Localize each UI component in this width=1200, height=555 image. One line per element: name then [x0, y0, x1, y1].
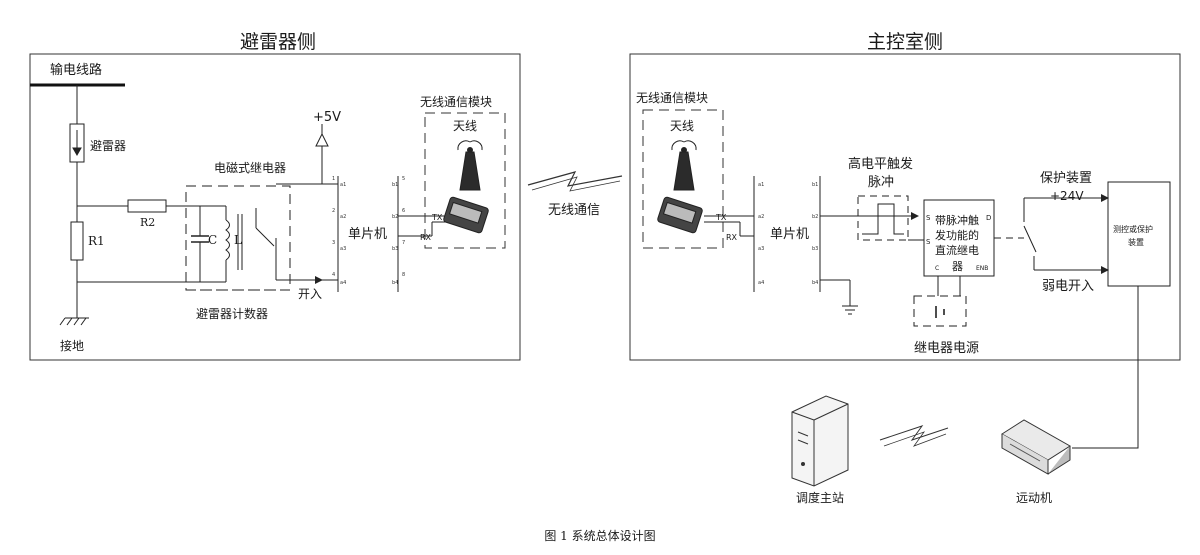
c1-label: C	[935, 265, 939, 272]
monitor-text-1: 测控或保护	[1113, 224, 1153, 234]
d-label: D	[986, 214, 991, 222]
svg-text:b2: b2	[392, 214, 398, 220]
right-heading: 主控室侧	[867, 31, 943, 53]
s2-label: S	[926, 238, 931, 246]
antenna-left-icon	[443, 140, 489, 234]
l-label: L	[234, 233, 242, 247]
svg-text:b4: b4	[392, 280, 398, 286]
mcu-left	[322, 176, 446, 292]
protection-switch	[994, 194, 1109, 274]
svg-text:b4: b4	[812, 280, 818, 286]
svg-text:1: 1	[332, 176, 335, 182]
svg-text:b1: b1	[392, 182, 398, 188]
svg-text:6: 6	[402, 208, 405, 214]
r2-label: R2	[140, 216, 155, 229]
svg-text:a1: a1	[340, 182, 346, 188]
r2-resistor	[127, 199, 167, 213]
c-label: C	[208, 233, 217, 247]
svg-text:a3: a3	[758, 246, 764, 252]
counter-label: 避雷器计数器	[196, 306, 268, 321]
rx-left-label: RX	[420, 233, 432, 242]
dispatch-link-symbol-shadow	[883, 431, 947, 447]
monitor-device-box	[1107, 181, 1171, 287]
dispatch-server-icon	[791, 395, 849, 487]
monitor-text-2: 装置	[1128, 237, 1144, 247]
antenna-right-icon	[657, 140, 703, 234]
svg-text:3: 3	[332, 240, 335, 246]
wifi-module-right-label: 无线通信模块	[636, 91, 708, 105]
wifi-module-right-box	[642, 109, 724, 249]
dc-relay-text-2: 发功能的	[935, 228, 979, 242]
pulse-label-line1: 高电平触发	[848, 156, 913, 172]
arrester-label: 避雷器	[90, 139, 126, 153]
s1-label: S	[926, 214, 931, 222]
mcu-right-label: 单片机	[770, 227, 809, 242]
svg-text:a4: a4	[340, 280, 346, 286]
dc-relay-text-3: 直流继电	[935, 243, 979, 257]
wireless-link-symbol	[527, 171, 623, 187]
wireless-link-symbol-shadow	[531, 176, 621, 192]
antenna-left-label: 天线	[453, 119, 477, 133]
wireless-label: 无线通信	[548, 203, 600, 218]
rx-right-label: RX	[726, 233, 738, 242]
inductor-coil	[225, 219, 230, 261]
antenna-right-label: 天线	[670, 119, 694, 133]
svg-text:b2: b2	[812, 214, 818, 220]
svg-text:b3: b3	[392, 246, 398, 252]
rtu-icon	[1001, 419, 1071, 475]
r1-label: R1	[88, 234, 105, 248]
svg-text:a2: a2	[758, 214, 764, 220]
dc-relay-text-1: 带脉冲触	[935, 213, 979, 227]
dc-relay-text-4: 器	[952, 260, 963, 273]
svg-text:a4: a4	[758, 280, 764, 286]
left-panel	[29, 53, 521, 361]
ground-label: 接地	[60, 338, 84, 353]
r1-resistor	[70, 221, 84, 261]
svg-text:7: 7	[402, 240, 405, 246]
svg-text:8: 8	[402, 272, 405, 278]
rtu-connection	[1072, 286, 1139, 449]
svg-text:a1: a1	[758, 182, 764, 188]
dispatch-label: 调度主站	[796, 490, 844, 505]
relay-label: 电磁式继电器	[214, 160, 286, 175]
plus24v-label: +24V	[1050, 189, 1084, 203]
svg-text:2: 2	[332, 208, 335, 214]
wifi-module-left-box	[424, 112, 506, 249]
svg-text:b1: b1	[812, 182, 818, 188]
weak-in-label: 弱电开入	[1042, 279, 1094, 294]
figure-caption: 图 1 系统总体设计图	[544, 529, 655, 543]
mcu-right	[704, 176, 924, 315]
tx-right-label: TX	[715, 213, 727, 222]
relay-power-circuit	[913, 276, 967, 327]
svg-text:5: 5	[402, 176, 405, 182]
left-heading: 避雷器侧	[240, 31, 316, 53]
pulse-label-line2: 脉冲	[868, 175, 894, 190]
mcu-left-label: 单片机	[348, 227, 387, 242]
relay-power-label: 继电器电源	[914, 341, 979, 356]
tx-left-label: TX	[431, 213, 443, 222]
svg-text:b3: b3	[812, 246, 818, 252]
plus5v-label: +5V	[313, 110, 341, 125]
switch-in-label: 开入	[298, 287, 322, 301]
rtu-label: 远动机	[1016, 491, 1052, 505]
right-panel	[629, 53, 1181, 361]
wifi-module-left-label: 无线通信模块	[420, 95, 492, 109]
svg-text:a3: a3	[340, 246, 346, 252]
transmission-line-label: 输电线路	[50, 62, 102, 78]
dispatch-link-symbol	[879, 425, 949, 441]
enb-label: ENB	[976, 265, 988, 272]
protect-label: 保护装置	[1040, 171, 1092, 186]
svg-text:4: 4	[332, 272, 335, 278]
svg-text:a2: a2	[340, 214, 346, 220]
